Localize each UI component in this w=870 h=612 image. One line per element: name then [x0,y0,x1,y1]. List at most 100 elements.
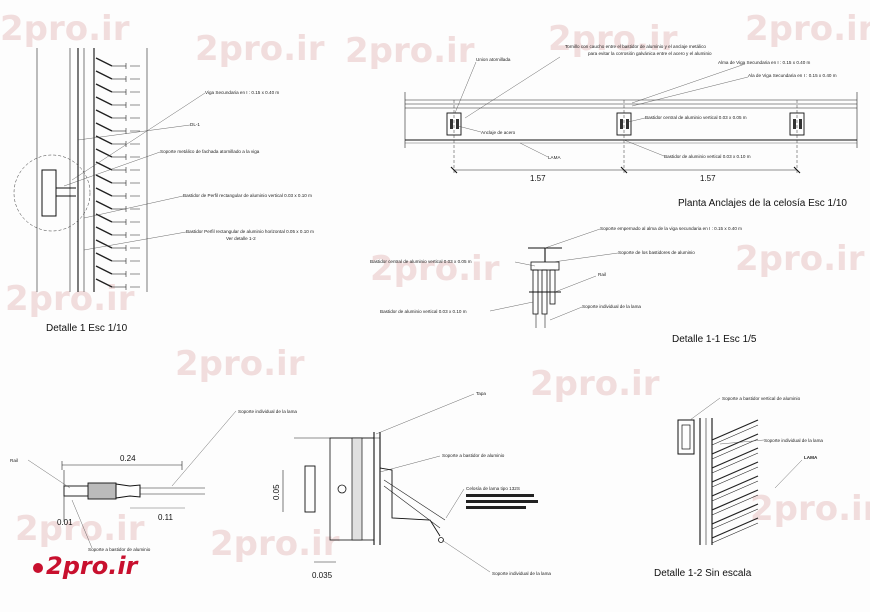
planta-title: Planta Anclajes de la celosía Esc 1/10 [678,198,847,209]
callout-label: Rail [10,458,18,463]
louver-slat [95,161,113,171]
louver-slat [95,278,113,288]
watermark-text: 2pro.ir [735,239,865,279]
dimension-label: 0.05 [272,484,281,500]
callout-label: Alma de Viga Secundaria en I : 0.15 x 0.… [718,60,811,65]
louver-slat [95,226,113,236]
louver-slat [711,508,759,530]
louver-slat [711,419,759,441]
callout-label: LAMA [804,455,818,460]
louver-slat [95,213,113,223]
louver-slat [711,522,759,544]
anchor-group [446,100,462,175]
callout-label: para evitar la corrosión galvánica entre… [588,51,712,56]
logo-text: 2pro.ir [46,552,140,580]
callout-label: Soporte individual de la lama [238,409,297,414]
louver-slat [711,517,759,539]
louver-slat [711,480,759,502]
dimension-label: 0.11 [158,513,174,522]
callout-label: Union atornillada [476,57,511,62]
louver-slat [95,96,113,106]
callout-label: Bastidor de aluminio vertical 0.03 x 0.1… [664,154,751,159]
louver-slat [95,148,113,158]
watermark-text: 2pro.ir [548,19,678,59]
callout-label: Soporte metálico de fachada atornillado … [160,149,260,154]
callout-label: Soporte a bastidor vertical de aluminio [722,396,801,401]
callout-label: Soporte individual de la lama [492,571,551,576]
callout-label: Bastidor de aluminio vertical 0.03 x 0.1… [380,309,467,314]
dimension-label: 1.57 [530,174,546,183]
callout-label: Tapa [476,391,486,396]
detalle-1-drawing: Viga Secundaria en I : 0.15 x 0.40 m DL-… [13,48,314,334]
louver-slat [711,489,759,511]
louver-slats [711,419,759,544]
callout-label: Soporte individual de la lama [582,304,641,309]
louver-slat [95,57,113,67]
callout-label: Ver detalle 1-2 [226,236,256,241]
callout-label: Soporte a bastidor de aluminio [442,453,505,458]
watermark-text: 2pro.ir [15,509,145,549]
louver-slat [95,200,113,210]
detalle-1-1-title: Detalle 1-1 Esc 1/5 [672,334,757,345]
detalle-1-1-drawing: Soporte empernado al alma de la viga sec… [370,226,757,345]
callout-label: Ala de Viga Secundaria en I : 0.15 x 0.4… [748,73,837,78]
callout-label: LAMA [548,155,561,160]
brand-logo: 2pro.ir [33,552,140,580]
detalle-centro-drawing: 0.05 0.035 Tapa Soporte a bastidor de al… [272,391,551,580]
anchor-group [616,100,632,175]
louver-slat [711,475,759,497]
callout-label: Tornillo con caucho entre el bastidor de… [565,44,706,49]
watermark-layer: 2pro.ir 2pro.ir 2pro.ir 2pro.ir 2pro.ir … [0,9,870,564]
anchor-group [789,100,805,175]
callout-label: Anclaje de acero [481,130,516,135]
louver-slat [711,452,759,474]
callout-label: Rail [598,272,606,277]
louver-slat [711,461,759,483]
callout-label: Bastidor de Perfil rectangular de alumin… [183,193,312,198]
louver-slat [95,187,113,197]
louver-slat [95,265,113,275]
callout-label: DL-1 [190,122,200,127]
louver-slat [95,239,113,249]
watermark-text: 2pro.ir [745,9,870,49]
louver-slat [711,438,759,460]
louver-slat [95,174,113,184]
callout-label: Viga Secundaria en I : 0.15 x 0.40 m [205,90,279,95]
dimension-label: 0.01 [57,518,73,527]
watermark-text: 2pro.ir [195,29,325,69]
louver-slat [95,252,113,262]
louver-slat [711,424,759,446]
louver-slat [95,83,113,93]
watermark-text: 2pro.ir [530,364,660,404]
watermark-text: 2pro.ir [370,249,500,289]
louver-slat [95,109,113,119]
louver-slat [95,70,113,80]
louver-slat [711,503,759,525]
louver-slat [711,466,759,488]
detalle-1-2-title: Detalle 1-2 Sin escala [654,568,752,579]
louver-slat [711,433,759,455]
louver-slats [95,57,140,290]
dimension-label: 1.57 [700,174,716,183]
callout-label: Bastidor central de aluminio vertical 0.… [645,115,747,120]
louver-slat [95,122,113,132]
watermark-text: 2pro.ir [750,489,870,529]
callout-label: Soporte individual de la lama [764,438,823,443]
watermark-text: 2pro.ir [175,344,305,384]
dimension-label: 0.24 [120,454,136,463]
watermark-text: 2pro.ir [210,524,340,564]
dimension-label: 0.035 [312,571,333,580]
detalle-rail-drawing: 0.24 0.11 0.01 Soporte individual de la … [10,409,297,552]
louver-slat [711,494,759,516]
callout-label: Bastidor central de aluminio vertical 0.… [370,259,472,264]
detalle-1-title: Detalle 1 Esc 1/10 [46,323,128,334]
callout-label: Celosía de lama tipo 132S [466,486,520,491]
callout-label: Soporte a bastidor de aluminio [88,547,151,552]
callout-label: Bastidor Perfil rectangular de aluminio … [186,229,314,234]
callout-label: Soporte de los bastidores de aluminio [618,250,695,255]
planta-anclajes-drawing: 1.57 1.57 Tornillo con caucho entre el b… [404,44,858,209]
detalle-1-2-drawing: Soporte a bastidor vertical de aluminio … [654,396,823,579]
louver-slat [711,447,759,469]
